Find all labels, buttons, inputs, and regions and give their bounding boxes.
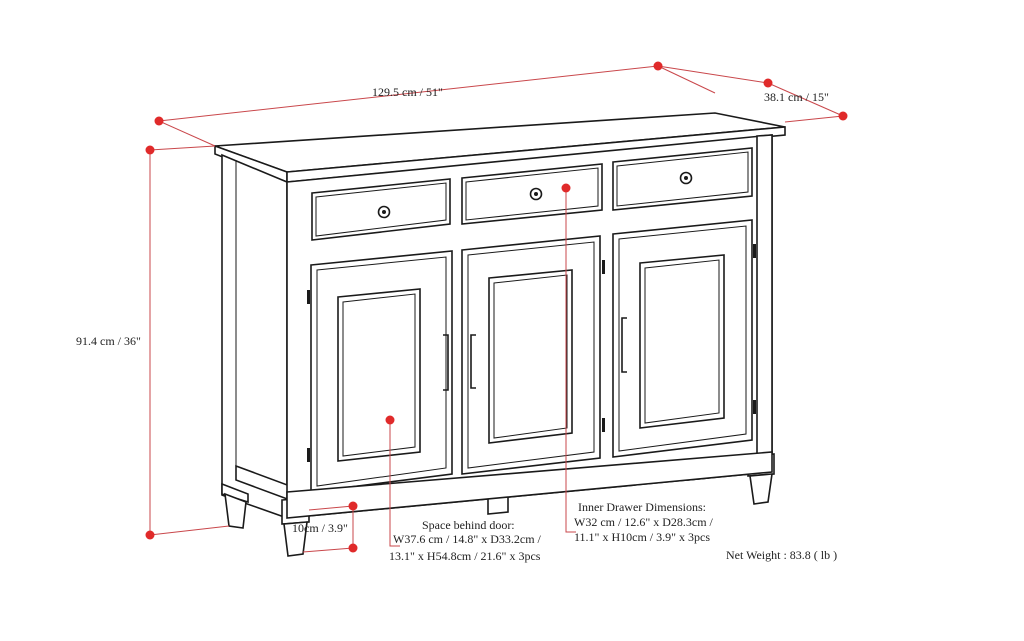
dimension-lines xyxy=(149,65,844,553)
door-handle-center xyxy=(470,334,476,389)
leg-clearance-label: 10cm / 3.9" xyxy=(292,521,348,535)
drawer-knob-left xyxy=(377,205,391,219)
depth-dimension-line xyxy=(767,82,844,117)
drawer-dim-title: Inner Drawer Dimensions: xyxy=(578,500,706,514)
depth-label: 38.1 cm / 15" xyxy=(764,90,829,104)
bottom-rail xyxy=(286,451,773,519)
drawer-leader xyxy=(565,188,576,533)
drawer-knob-right xyxy=(679,171,693,185)
width-label: 129.5 cm / 51" xyxy=(372,85,443,99)
door-space-line2: 13.1" x H54.8cm / 21.6" x 3pcs xyxy=(389,549,541,563)
door-space-line1: W37.6 cm / 14.8" x D33.2cm / xyxy=(393,532,542,546)
net-weight-label: Net Weight : 83.8 ( lb ) xyxy=(726,548,837,562)
door-space-title: Space behind door: xyxy=(422,518,515,532)
drawer-knob-center xyxy=(529,187,543,201)
door-left-panel xyxy=(337,288,421,462)
door-center-panel xyxy=(488,269,573,444)
right-stile xyxy=(756,134,773,474)
sideboard-drawing xyxy=(214,112,786,557)
leg-back-left xyxy=(221,482,249,529)
drawer-dim-line2: 11.1" x H10cm / 3.9" x 3pcs xyxy=(574,530,710,544)
door-right-panel xyxy=(639,254,725,429)
door-handle-right xyxy=(621,317,627,373)
depth-dimension-line-a xyxy=(657,65,769,84)
drawer-dim-line1: W32 cm / 12.6" x D28.3cm / xyxy=(574,515,714,529)
door-space-leader xyxy=(389,420,400,547)
cabinet-side-panel xyxy=(221,153,288,520)
width-dimension-line xyxy=(158,65,659,122)
cabinet-top-front-edge xyxy=(286,126,786,183)
door-handle-left xyxy=(443,334,449,391)
hinges xyxy=(307,244,756,462)
dimension-dots xyxy=(145,61,848,553)
height-label: 91.4 cm / 36" xyxy=(76,334,141,348)
